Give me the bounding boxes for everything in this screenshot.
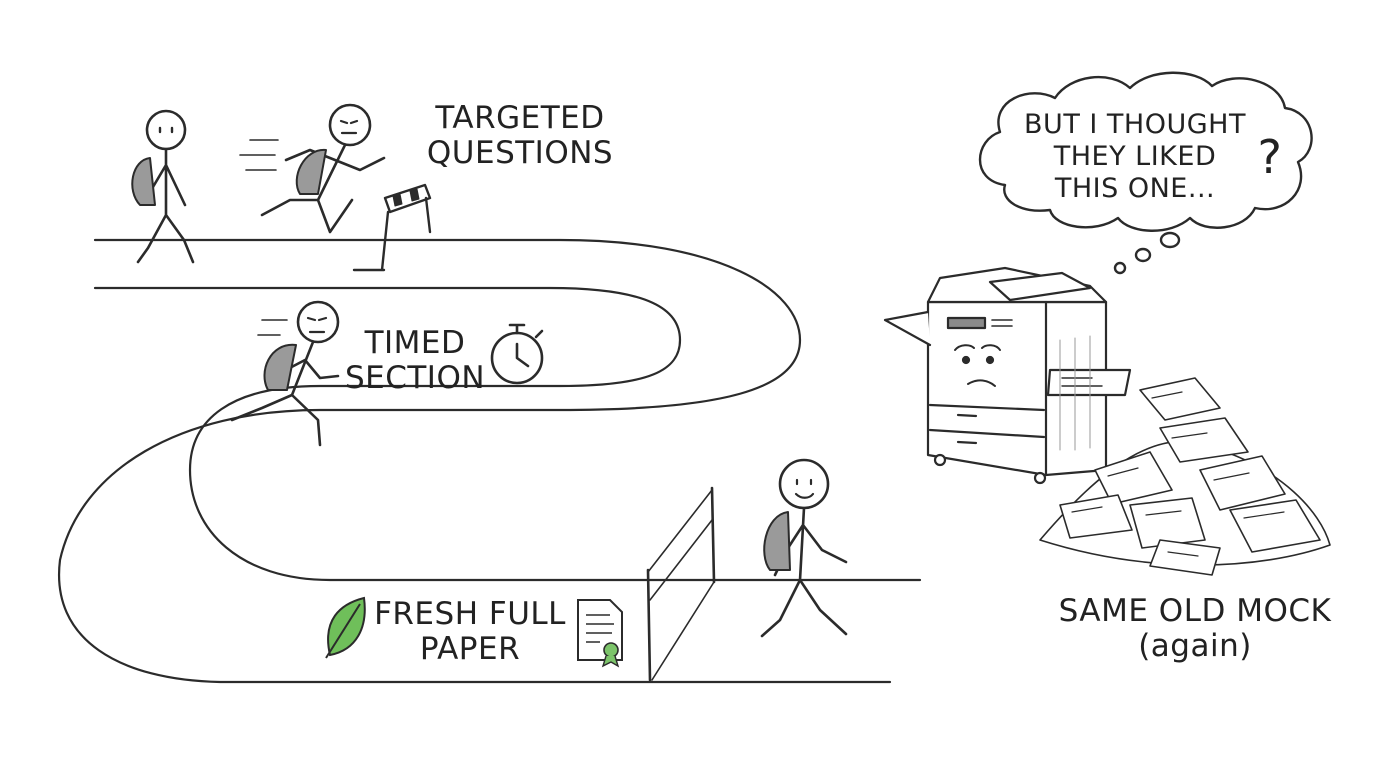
paper-pile-icon — [1039, 377, 1331, 576]
finish-gate-icon — [646, 486, 716, 682]
thought-line: THEY LIKED — [1053, 141, 1217, 172]
caption-line: TIMED — [364, 325, 466, 361]
thought-question-mark: ? — [1257, 130, 1283, 184]
thought-line: THIS ONE... — [1054, 173, 1216, 204]
thought-line: BUT I THOUGHT — [1024, 109, 1246, 140]
hurdle-icon — [352, 183, 432, 272]
student-running-2-icon — [230, 300, 340, 447]
thought-bubble — [978, 71, 1313, 275]
caption-line: (again) — [1138, 628, 1252, 664]
caption-line: FRESH FULL — [374, 596, 566, 632]
stopwatch-icon — [490, 323, 544, 385]
student-finish-icon — [760, 458, 848, 638]
student-running-icon — [239, 103, 386, 234]
caption-same-old-mock: SAME OLD MOCK (again) — [1055, 594, 1335, 664]
caption-line: PAPER — [419, 631, 521, 667]
caption-line: QUESTIONS — [426, 135, 614, 171]
caption-line: SECTION — [344, 360, 486, 396]
photocopier-icon — [883, 266, 1132, 485]
caption-fresh-full-paper: FRESH FULL PAPER — [370, 597, 570, 667]
student-walking-icon — [131, 109, 195, 264]
caption-line: SAME OLD MOCK — [1058, 593, 1332, 629]
certificate-icon — [577, 599, 623, 668]
caption-line: TARGETED — [435, 100, 605, 136]
caption-targeted-questions: TARGETED QUESTIONS — [420, 101, 620, 171]
thought-bubble-text: BUT I THOUGHT THEY LIKED THIS ONE... — [1010, 109, 1260, 205]
leaf-icon — [325, 596, 366, 659]
winding-track — [57, 238, 922, 684]
caption-timed-section: TIMED SECTION — [340, 326, 490, 396]
